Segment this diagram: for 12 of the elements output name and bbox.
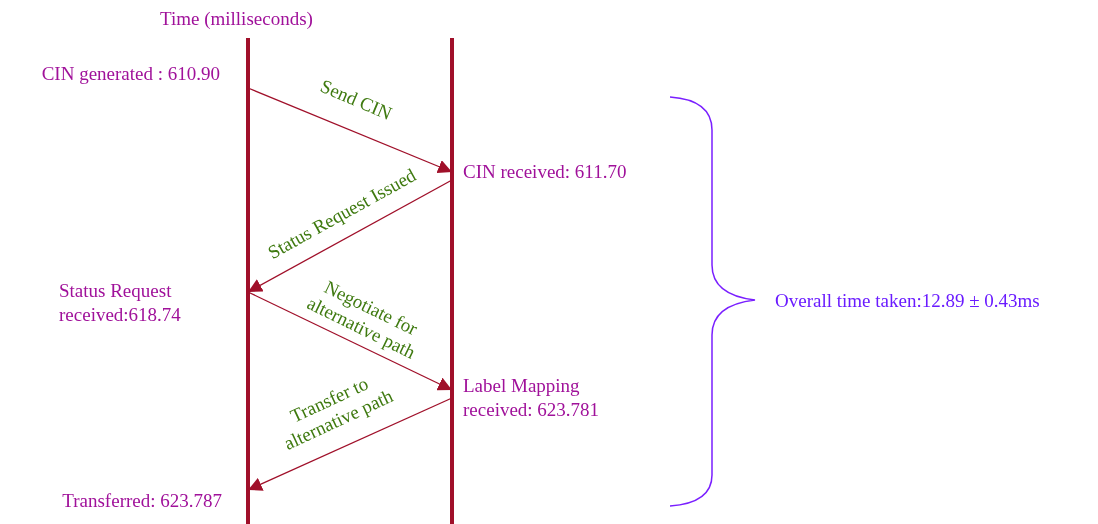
message-arrow bbox=[247, 291, 453, 391]
message-arrow bbox=[247, 179, 453, 293]
message-arrow bbox=[247, 87, 453, 174]
total-time-note: Overall time taken:12.89 ± 0.43ms bbox=[775, 290, 1040, 312]
axis-title: Time (milliseconds) bbox=[160, 8, 313, 30]
event-label: Status Request received:618.74 bbox=[59, 279, 182, 327]
event-label: Transferred: 623.787 bbox=[62, 489, 222, 513]
event-label: Label Mapping received: 623.781 bbox=[463, 374, 601, 422]
edge-label: Send CIN bbox=[316, 74, 397, 126]
message-arrow bbox=[247, 397, 453, 491]
event-label: CIN received: 611.70 bbox=[463, 160, 627, 184]
event-label: CIN generated : 610.90 bbox=[41, 62, 220, 86]
